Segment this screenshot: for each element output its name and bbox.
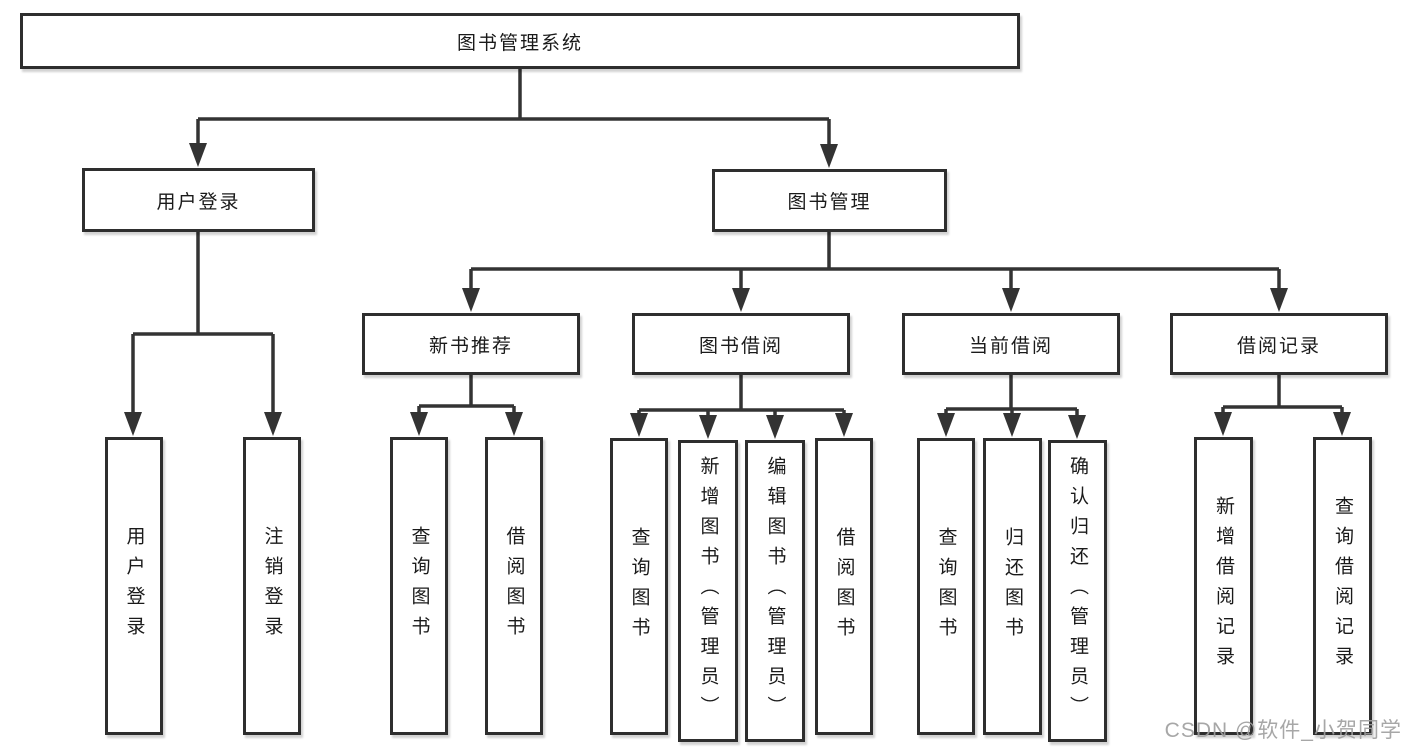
node-label: 当前借阅: [968, 335, 1053, 357]
node-library-management-system: 图书管理系统: [20, 13, 1020, 69]
node-label: 用户登录: [123, 526, 145, 646]
node-label: 借阅图书: [503, 526, 525, 646]
node-current-borrowing: 当前借阅: [902, 313, 1120, 375]
node-label: 新书推荐: [428, 335, 513, 357]
leaf-logout: 注销登录: [243, 437, 301, 735]
leaf-confirm-return-admin: 确认归还（管理员）: [1048, 440, 1107, 742]
csdn-watermark: CSDN @软件_小贺同学: [1164, 719, 1402, 742]
node-label: 确认归还（管理员）: [1067, 456, 1088, 726]
node-label: 借阅图书: [833, 526, 855, 647]
node-label: 查询借阅记录: [1332, 496, 1353, 676]
node-label: 归还图书: [1002, 526, 1023, 647]
leaf-return-books: 归还图书: [983, 438, 1042, 735]
leaf-add-books-admin: 新增图书（管理员）: [678, 440, 738, 742]
node-label: 查询图书: [408, 526, 430, 646]
node-label: 图书管理系统: [456, 32, 583, 54]
node-label: 新增图书（管理员）: [697, 456, 719, 726]
leaf-query-books: 查询图书: [390, 437, 448, 735]
leaf-borrow-books: 借阅图书: [815, 438, 873, 735]
node-label: 编辑图书（管理员）: [764, 456, 786, 726]
node-user-login-branch: 用户登录: [82, 168, 315, 232]
node-book-management-branch: 图书管理: [712, 169, 947, 232]
node-label: 查询图书: [935, 526, 957, 647]
node-new-book-recommendation: 新书推荐: [362, 313, 580, 375]
leaf-query-books: 查询图书: [610, 438, 668, 735]
leaf-query-borrow-record: 查询借阅记录: [1313, 437, 1372, 735]
leaf-borrow-books: 借阅图书: [485, 437, 543, 735]
node-label: 查询图书: [628, 526, 650, 647]
leaf-user-login: 用户登录: [105, 437, 163, 735]
node-label: 图书管理: [787, 192, 872, 213]
node-book-borrowing: 图书借阅: [632, 313, 850, 375]
arrowheads: [124, 143, 1351, 439]
node-label: 图书借阅: [698, 335, 783, 357]
node-label: 新增借阅记录: [1213, 496, 1234, 676]
node-label: 注销登录: [261, 526, 283, 646]
node-borrowing-records: 借阅记录: [1170, 313, 1388, 375]
leaf-edit-books-admin: 编辑图书（管理员）: [745, 440, 805, 742]
node-label: 用户登录: [156, 191, 241, 213]
leaf-add-borrow-record: 新增借阅记录: [1194, 437, 1253, 735]
node-label: 借阅记录: [1236, 335, 1321, 357]
leaf-query-books: 查询图书: [917, 438, 975, 735]
